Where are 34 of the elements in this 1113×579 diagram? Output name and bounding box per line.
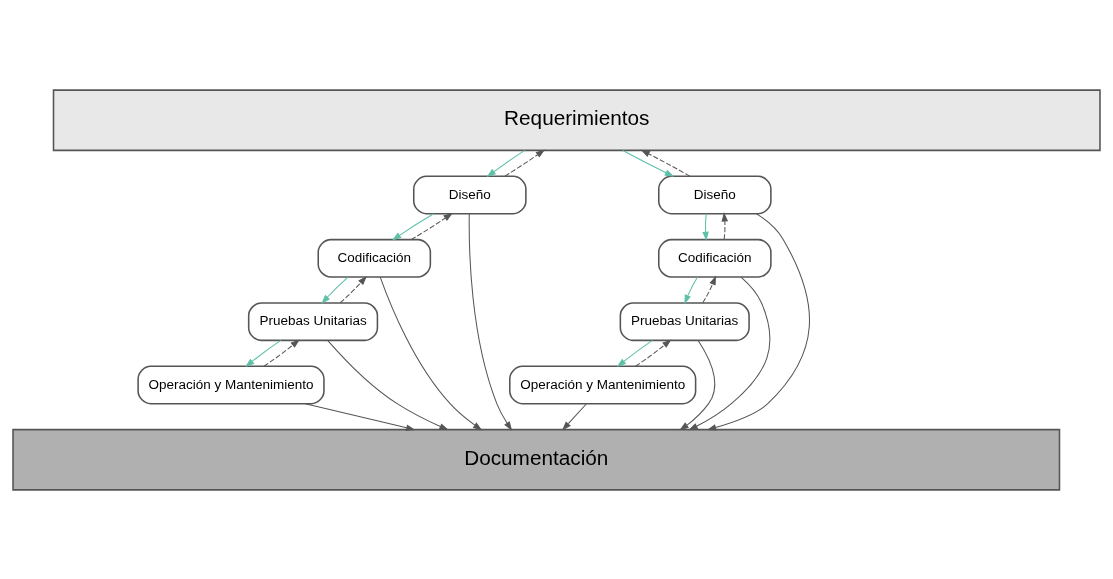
arrow: [562, 402, 587, 430]
node-box: Requerimientos: [52, 88, 1101, 151]
arrow: [263, 338, 300, 367]
node-box: Documentación: [12, 428, 1061, 491]
arrow: [721, 211, 729, 240]
arrow: [688, 276, 771, 430]
arrow: [616, 339, 653, 367]
arrow: [468, 212, 513, 431]
node-box: Codificación: [658, 238, 772, 278]
node-box: Pruebas Unitarias: [247, 301, 379, 341]
arrow: [304, 402, 416, 431]
node-box: Operación y Mantenimiento: [509, 365, 697, 404]
arrow: [706, 212, 810, 431]
arrow: [339, 275, 367, 303]
node-box: Diseño: [412, 175, 527, 214]
arrow: [684, 276, 699, 304]
arrow: [486, 149, 526, 177]
node-box: Codificación: [317, 238, 432, 278]
arrow: [679, 339, 716, 430]
arrow: [410, 212, 453, 240]
arrow: [702, 212, 709, 241]
arrow: [379, 276, 483, 430]
node-box: Diseño: [658, 175, 772, 214]
node-box: Operación y Mantenimiento: [137, 365, 325, 404]
node-box: Pruebas Unitarias: [619, 301, 750, 341]
arrow: [640, 149, 691, 177]
arrow: [327, 339, 449, 430]
arrow: [504, 149, 546, 177]
arrow: [702, 275, 716, 303]
arrow: [392, 212, 435, 240]
arrow: [321, 276, 349, 304]
arrow: [622, 149, 675, 177]
arrow: [635, 338, 672, 367]
arrow: [245, 339, 282, 367]
